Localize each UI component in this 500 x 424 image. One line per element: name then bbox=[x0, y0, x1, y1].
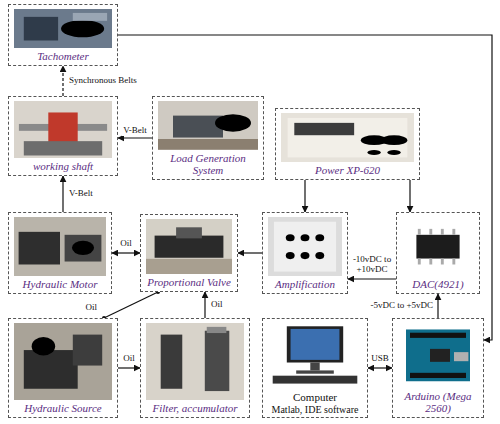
node-label: Power XP-620 bbox=[276, 164, 419, 177]
photo-illustration bbox=[14, 101, 112, 158]
load-box: Load Generation System bbox=[152, 96, 264, 180]
photo-illustration bbox=[402, 217, 474, 276]
node-label: Load Generation System bbox=[153, 152, 263, 177]
amplifier-box: Amplification bbox=[262, 212, 348, 294]
node-label: Proportional Valve bbox=[141, 276, 237, 289]
label-group: Amplification bbox=[263, 278, 347, 291]
edge-label: V-Belt bbox=[122, 126, 148, 136]
filter-box: Filter, accumulator bbox=[140, 318, 250, 418]
label-group: Proportional Valve bbox=[141, 276, 237, 289]
node-label: Amplification bbox=[263, 278, 347, 291]
label-group: Arduino (Mega 2560) bbox=[393, 390, 483, 415]
source-box: Hydraulic Source bbox=[8, 318, 118, 418]
tachometer-box: Tachometer bbox=[8, 4, 118, 66]
shaft-box: working shaft bbox=[8, 96, 118, 176]
label-group: Hydraulic Motor bbox=[9, 278, 111, 291]
edge-label: Oil bbox=[84, 303, 98, 313]
label-group: Load Generation System bbox=[153, 152, 263, 177]
belt-arrow bbox=[118, 137, 152, 138]
signal-arrow bbox=[348, 278, 396, 279]
edge-label: Oil bbox=[210, 300, 224, 310]
edge-label: USB bbox=[370, 354, 390, 364]
node-label: Hydraulic Motor bbox=[9, 278, 111, 291]
node-label: Arduino (Mega 2560) bbox=[393, 390, 483, 415]
power-arrow bbox=[304, 180, 305, 212]
node-label: Filter, accumulator bbox=[141, 402, 249, 415]
photo-illustration bbox=[14, 9, 112, 48]
photo-illustration bbox=[158, 101, 258, 150]
photo-illustration bbox=[268, 323, 362, 389]
signal-arrow bbox=[437, 294, 438, 318]
photo-illustration bbox=[14, 323, 112, 400]
belt-arrow bbox=[62, 66, 63, 96]
oil-line bbox=[118, 367, 140, 368]
edge-label: V-Belt bbox=[68, 189, 94, 199]
edge-label: Oil bbox=[122, 354, 136, 364]
photo-illustration bbox=[281, 113, 414, 162]
node-label: Tachometer bbox=[9, 50, 117, 63]
node-label: Matlab, IDE software bbox=[263, 404, 367, 416]
label-group: working shaft bbox=[9, 160, 117, 173]
label-group: Tachometer bbox=[9, 50, 117, 63]
edge-label: Oil bbox=[119, 239, 133, 249]
dac-box: DAC(4921) bbox=[396, 212, 480, 294]
photo-illustration bbox=[146, 219, 232, 274]
photo-illustration bbox=[268, 217, 342, 276]
motor-box: Hydraulic Motor bbox=[8, 212, 112, 294]
label-group: Filter, accumulator bbox=[141, 402, 249, 415]
label-group: Hydraulic Source bbox=[9, 402, 117, 415]
power-box: Power XP-620 bbox=[275, 108, 420, 180]
oil-line bbox=[204, 292, 205, 318]
label-group: ComputerMatlab, IDE software bbox=[263, 391, 367, 415]
oil-line bbox=[104, 292, 158, 318]
edge-label: -10vDC to +10vDC bbox=[348, 255, 396, 275]
computer-box: ComputerMatlab, IDE software bbox=[262, 318, 368, 418]
photo-illustration bbox=[146, 323, 244, 400]
label-group: Power XP-620 bbox=[276, 164, 419, 177]
valve-box: Proportional Valve bbox=[140, 214, 238, 292]
edge-label: Synchronous Belts bbox=[68, 76, 138, 86]
speed-signal bbox=[118, 35, 492, 340]
usb-link bbox=[368, 367, 392, 368]
photo-illustration bbox=[398, 323, 478, 388]
oil-line bbox=[112, 252, 140, 253]
arduino-box: Arduino (Mega 2560) bbox=[392, 318, 484, 418]
node-label: Computer bbox=[263, 391, 367, 404]
node-label: working shaft bbox=[9, 160, 117, 173]
belt-arrow bbox=[62, 176, 63, 212]
power-arrow bbox=[409, 180, 410, 212]
node-label: DAC(4921) bbox=[397, 278, 479, 291]
edge-label: -5vDC to +5vDC bbox=[369, 301, 434, 311]
signal-arrow bbox=[238, 252, 262, 253]
label-group: DAC(4921) bbox=[397, 278, 479, 291]
photo-illustration bbox=[14, 217, 106, 276]
node-label: Hydraulic Source bbox=[9, 402, 117, 415]
